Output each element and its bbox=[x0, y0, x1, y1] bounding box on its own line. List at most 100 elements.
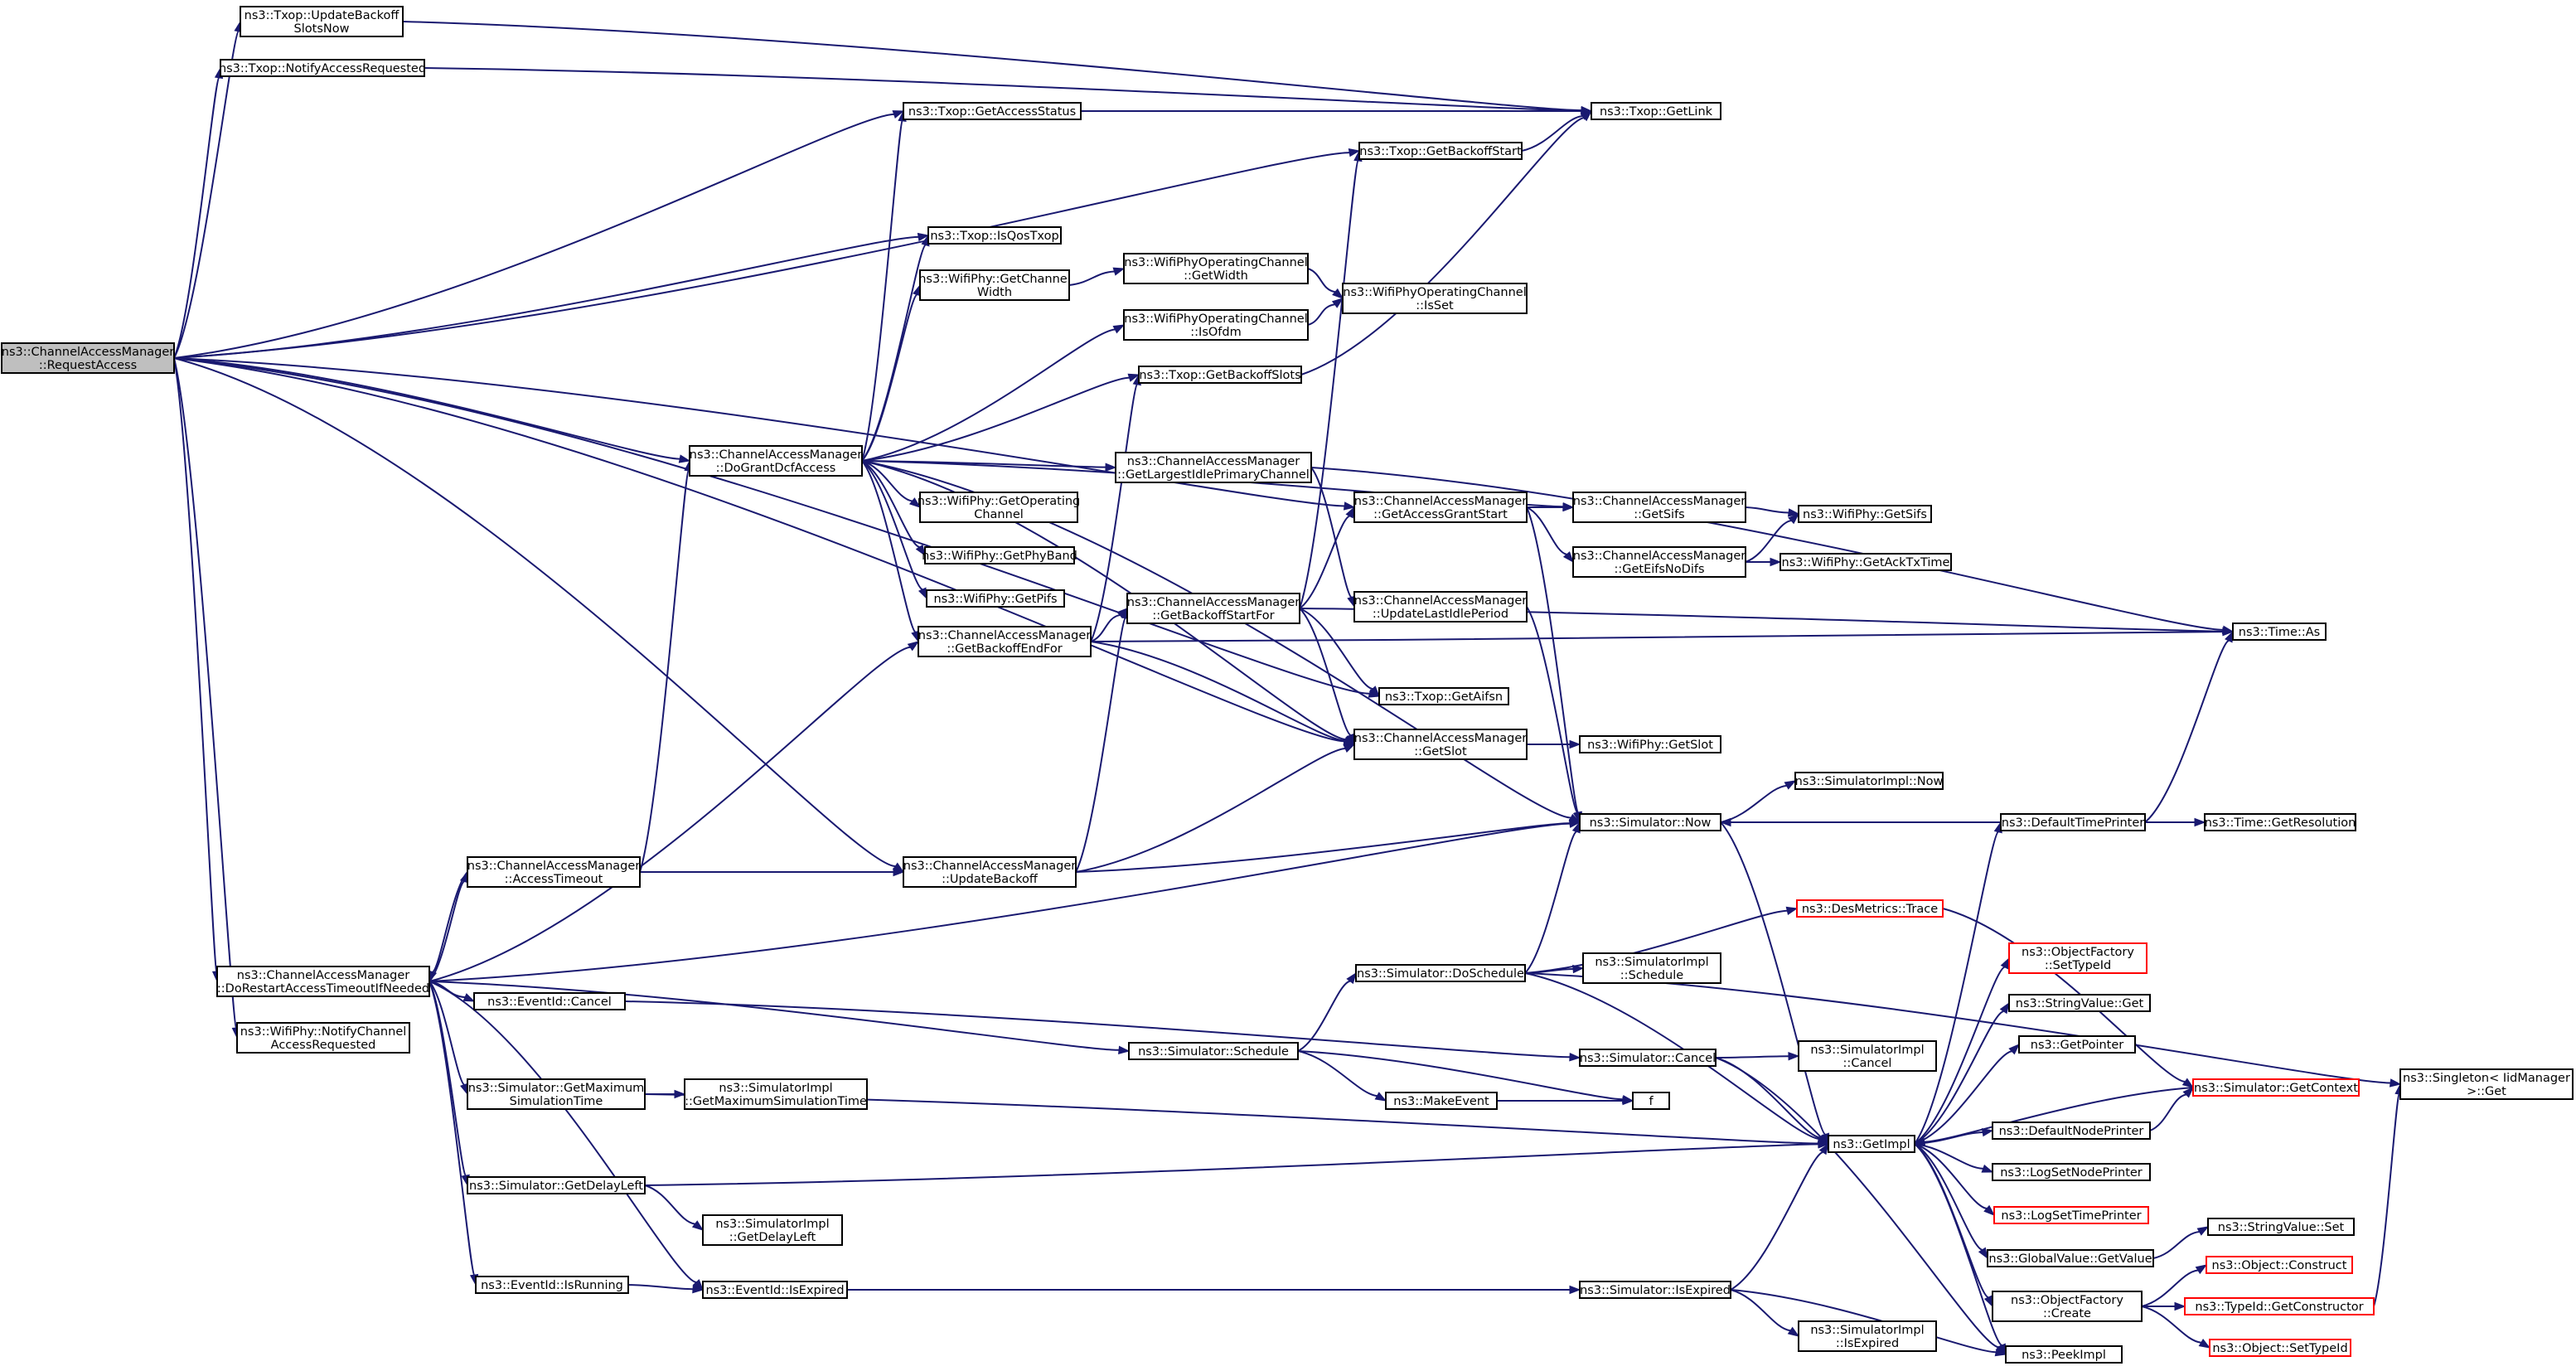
node-get-eifs-no-difs[interactable]: ns3::ChannelAccessManager::GetEifsNoDifs bbox=[1572, 546, 1746, 578]
node-box[interactable] bbox=[1123, 253, 1309, 284]
node-get-impl[interactable]: ns3::GetImpl bbox=[1828, 1135, 1915, 1153]
node-des-metrics-trace[interactable]: ns3::DesMetrics::Trace bbox=[1796, 899, 1944, 918]
node-get-backoff-slots[interactable]: ns3::Txop::GetBackoffSlots bbox=[1138, 366, 1302, 384]
node-simimpl-is-expired[interactable]: ns3::SimulatorImpl::IsExpired bbox=[1798, 1320, 1937, 1352]
node-box[interactable] bbox=[2018, 1035, 2136, 1054]
node-box[interactable] bbox=[1353, 729, 1528, 760]
node-make-event[interactable]: ns3::MakeEvent bbox=[1385, 1092, 1498, 1110]
node-request-access[interactable]: ns3::ChannelAccessManager::RequestAccess bbox=[1, 342, 175, 374]
node-box[interactable] bbox=[918, 626, 1092, 657]
node-box[interactable] bbox=[1828, 1135, 1915, 1153]
node-event-id-is-running[interactable]: ns3::EventId::IsRunning bbox=[475, 1276, 629, 1294]
node-box[interactable] bbox=[1992, 1122, 2151, 1140]
node-notify-access-requested[interactable]: ns3::Txop::NotifyAccessRequested bbox=[219, 59, 426, 77]
node-box[interactable] bbox=[2000, 813, 2146, 831]
node-box[interactable] bbox=[1115, 452, 1312, 483]
node-box[interactable] bbox=[1378, 687, 1509, 705]
node-box[interactable] bbox=[216, 966, 430, 997]
node-box[interactable] bbox=[2184, 1297, 2375, 1315]
node-get-backoff-start-for[interactable]: ns3::ChannelAccessManager::GetBackoffSta… bbox=[1126, 593, 1300, 624]
node-box[interactable] bbox=[1632, 1092, 1670, 1110]
node-box[interactable] bbox=[1123, 309, 1309, 341]
node-phy-notify-channel-access-requested[interactable]: ns3::WifiPhy::NotifyChannelAccessRequest… bbox=[236, 1022, 410, 1054]
node-access-timeout[interactable]: ns3::ChannelAccessManager::AccessTimeout bbox=[467, 856, 641, 888]
node-box[interactable] bbox=[220, 59, 425, 77]
node-sim-get-delay-left[interactable]: ns3::Simulator::GetDelayLeft bbox=[467, 1176, 646, 1194]
node-sim-get-maximum-simulation-time[interactable]: ns3::Simulator::GetMaximumSimulationTime bbox=[467, 1078, 646, 1110]
node-box[interactable] bbox=[467, 1078, 646, 1110]
node-box[interactable] bbox=[1138, 366, 1302, 384]
node-box[interactable] bbox=[236, 1022, 410, 1054]
node-is-qos-txop[interactable]: ns3::Txop::IsQosTxop bbox=[927, 226, 1062, 245]
node-simimpl-now[interactable]: ns3::SimulatorImpl::Now bbox=[1794, 772, 1944, 790]
node-box[interactable] bbox=[2232, 623, 2327, 641]
node-sim-cancel[interactable]: ns3::Simulator::Cancel bbox=[1579, 1049, 1717, 1067]
node-box[interactable] bbox=[1355, 964, 1526, 982]
node-box[interactable] bbox=[467, 856, 641, 888]
node-default-time-printer[interactable]: ns3::DefaultTimePrinter bbox=[2000, 813, 2146, 831]
node-box[interactable] bbox=[919, 269, 1070, 301]
node-box[interactable] bbox=[1993, 1206, 2149, 1224]
node-box[interactable] bbox=[240, 6, 404, 37]
node-box[interactable] bbox=[1582, 952, 1721, 984]
node-type-id-get-constructor[interactable]: ns3::TypeId::GetConstructor bbox=[2184, 1297, 2375, 1315]
node-box[interactable] bbox=[927, 226, 1062, 245]
node-opch-get-width[interactable]: ns3::WifiPhyOperatingChannel::GetWidth bbox=[1123, 253, 1309, 284]
node-get-access-grant-start[interactable]: ns3::ChannelAccessManager::GetAccessGran… bbox=[1353, 492, 1528, 523]
node-box[interactable] bbox=[473, 992, 626, 1010]
node-get-aifsn[interactable]: ns3::Txop::GetAifsn bbox=[1378, 687, 1509, 705]
node-box[interactable] bbox=[1, 342, 175, 374]
node-update-backoff[interactable]: ns3::ChannelAccessManager::UpdateBackoff bbox=[903, 856, 1077, 888]
node-box[interactable] bbox=[2209, 1339, 2351, 1357]
node-log-set-node-printer[interactable]: ns3::LogSetNodePrinter bbox=[1992, 1163, 2151, 1181]
node-box[interactable] bbox=[2204, 813, 2356, 831]
node-get-access-status[interactable]: ns3::Txop::GetAccessStatus bbox=[903, 102, 1082, 120]
node-box[interactable] bbox=[467, 1176, 646, 1194]
node-box[interactable] bbox=[1128, 1042, 1299, 1060]
node-box[interactable] bbox=[1572, 492, 1746, 523]
node-box[interactable] bbox=[1796, 899, 1944, 918]
node-box[interactable] bbox=[702, 1214, 843, 1246]
node-event-id-is-expired[interactable]: ns3::EventId::IsExpired bbox=[702, 1281, 848, 1299]
node-box[interactable] bbox=[926, 589, 1065, 608]
node-box[interactable] bbox=[2206, 1256, 2353, 1274]
node-of-set-type-id[interactable]: ns3::ObjectFactory::SetTypeId bbox=[2008, 942, 2147, 974]
node-f[interactable]: f bbox=[1632, 1092, 1670, 1110]
node-box[interactable] bbox=[1987, 1249, 2154, 1267]
node-box[interactable] bbox=[1779, 553, 1952, 571]
node-box[interactable] bbox=[684, 1078, 868, 1110]
node-sim-schedule[interactable]: ns3::Simulator::Schedule bbox=[1128, 1042, 1299, 1060]
node-sim-get-context[interactable]: ns3::Simulator::GetContext bbox=[2192, 1078, 2360, 1097]
node-get-largest-idle-primary-channel[interactable]: ns3::ChannelAccessManager::GetLargestIdl… bbox=[1115, 452, 1312, 483]
node-phy-get-pifs[interactable]: ns3::WifiPhy::GetPifs bbox=[926, 589, 1065, 608]
node-time-as[interactable]: ns3::Time::As bbox=[2232, 623, 2327, 641]
node-box[interactable] bbox=[1992, 1291, 2143, 1322]
node-box[interactable] bbox=[2008, 942, 2147, 974]
node-box[interactable] bbox=[1353, 492, 1528, 523]
node-update-last-idle-period[interactable]: ns3::ChannelAccessManager::UpdateLastIdl… bbox=[1353, 591, 1528, 623]
node-get-link[interactable]: ns3::Txop::GetLink bbox=[1591, 102, 1721, 120]
node-phy-get-sifs[interactable]: ns3::WifiPhy::GetSifs bbox=[1798, 505, 1932, 523]
node-string-value-get[interactable]: ns3::StringValue::Get bbox=[2008, 994, 2151, 1012]
node-box[interactable] bbox=[1798, 1320, 1937, 1352]
node-box[interactable] bbox=[1992, 1163, 2151, 1181]
node-box[interactable] bbox=[2005, 1345, 2123, 1364]
node-object-construct[interactable]: ns3::Object::Construct bbox=[2206, 1256, 2353, 1274]
node-event-id-cancel[interactable]: ns3::EventId::Cancel bbox=[473, 992, 626, 1010]
node-box[interactable] bbox=[1591, 102, 1721, 120]
node-phy-get-ack-tx-time[interactable]: ns3::WifiPhy::GetAckTxTime bbox=[1779, 553, 1952, 571]
node-object-set-type-id[interactable]: ns3::Object::SetTypeId bbox=[2209, 1339, 2351, 1357]
node-box[interactable] bbox=[2192, 1078, 2360, 1097]
node-get-backoff-end-for[interactable]: ns3::ChannelAccessManager::GetBackoffEnd… bbox=[918, 626, 1092, 657]
node-box[interactable] bbox=[689, 445, 863, 477]
node-of-create[interactable]: ns3::ObjectFactory::Create bbox=[1992, 1291, 2143, 1322]
node-box[interactable] bbox=[1798, 1040, 1937, 1072]
node-phy-get-slot[interactable]: ns3::WifiPhy::GetSlot bbox=[1579, 735, 1721, 753]
node-box[interactable] bbox=[1579, 735, 1721, 753]
node-box[interactable] bbox=[1579, 1281, 1731, 1299]
node-box[interactable] bbox=[2207, 1218, 2355, 1236]
node-box[interactable] bbox=[2399, 1068, 2574, 1100]
node-box[interactable] bbox=[1579, 813, 1721, 831]
node-time-get-resolution[interactable]: ns3::Time::GetResolution bbox=[2204, 813, 2356, 831]
